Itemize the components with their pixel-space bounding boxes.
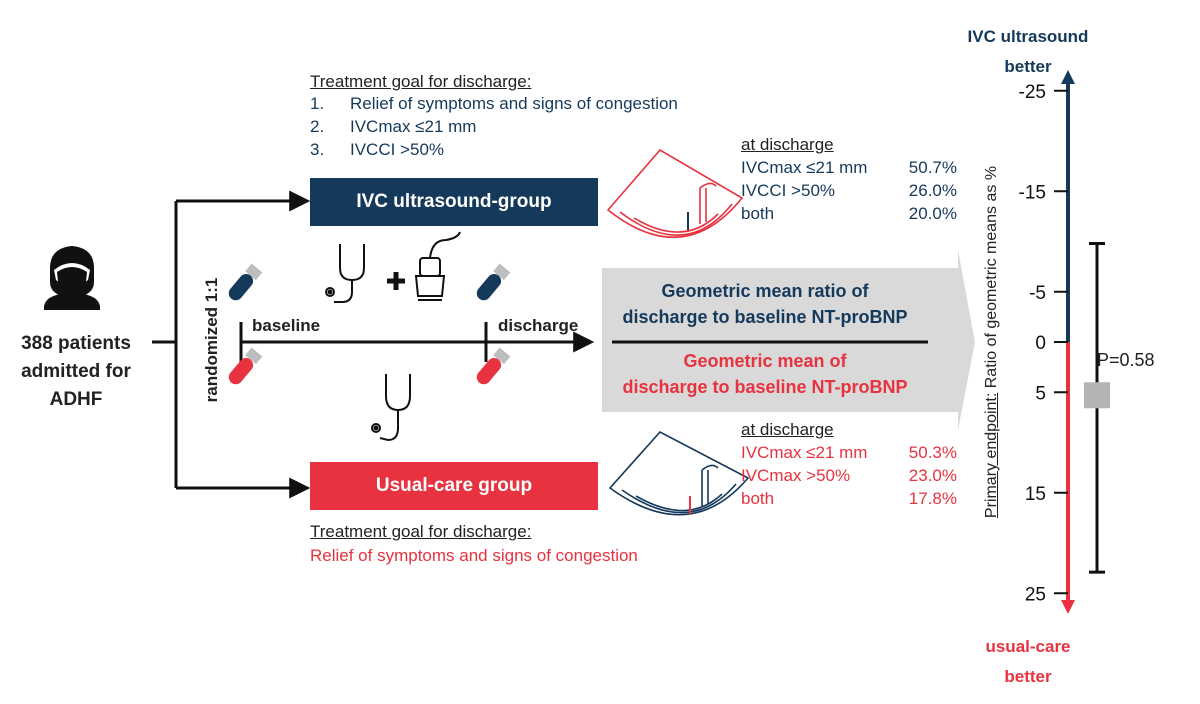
scale-axis xyxy=(1061,70,1075,614)
ultrasound-image-icon xyxy=(606,148,744,238)
usual-goal-text: Relief of symptoms and signs of congesti… xyxy=(310,546,638,565)
blood-tube-icon xyxy=(228,263,263,301)
stat-value: 23.0% xyxy=(908,466,957,485)
axis-tick-label: 5 xyxy=(1035,383,1046,404)
population-label: 388 patients admitted for ADHF xyxy=(10,330,142,414)
goal-item: 1. Relief of symptoms and signs of conge… xyxy=(310,94,678,114)
stat-row: IVCCI >50% 26.0% xyxy=(741,181,957,201)
population-line: admitted for xyxy=(21,361,131,382)
ivc-discharge-title: at discharge xyxy=(741,135,834,154)
ratio-numerator: Geometric mean ratio of discharge to bas… xyxy=(602,278,928,330)
goal-number: 2. xyxy=(310,117,325,136)
goal-item: 2. IVCmax ≤21 mm xyxy=(310,117,678,137)
ratio-arrow-shape xyxy=(602,250,975,430)
stethoscope-icon xyxy=(371,374,411,442)
population-line: ADHF xyxy=(49,389,103,410)
stat-row: both 20.0% xyxy=(741,204,957,224)
axis-tick-label: 15 xyxy=(1025,484,1046,505)
stat-row: IVCmax ≤21 mm 50.7% xyxy=(741,158,957,178)
blood-tube-icon xyxy=(476,347,511,385)
goal-item: 3. IVCCI >50% xyxy=(310,140,678,160)
usual-discharge-stats: IVCmax ≤21 mm 50.3% IVCmax >50% 23.0% bo… xyxy=(741,443,957,509)
ivc-group-box: IVC ultrasound-group xyxy=(310,178,598,226)
stat-value: 50.7% xyxy=(908,158,957,177)
stat-label: IVCmax ≤21 mm xyxy=(741,158,868,177)
ratio-line: discharge to baseline NT-proBNP xyxy=(622,307,908,327)
plus-icon xyxy=(387,272,405,290)
patient-icon xyxy=(44,246,100,310)
stat-value: 26.0% xyxy=(908,181,957,200)
ivc-discharge-stats: IVCmax ≤21 mm 50.7% IVCCI >50% 26.0% bot… xyxy=(741,158,957,224)
estimate-marker xyxy=(1084,242,1110,574)
scale-label-line: usual-care xyxy=(985,637,1071,656)
ultrasound-image-icon xyxy=(608,431,750,516)
goal-number: 3. xyxy=(310,140,325,159)
ivc-better-label: IVC ultrasound better xyxy=(948,22,1108,82)
stat-label: both xyxy=(741,204,775,223)
axis-tick-label: 0 xyxy=(1035,333,1046,354)
point-estimate xyxy=(1084,382,1110,409)
axis-tick-label: -15 xyxy=(1019,182,1046,203)
axis-tick-label: 25 xyxy=(1025,584,1046,605)
stat-label: IVCmax ≤21 mm xyxy=(741,443,868,462)
stat-label: IVCmax >50% xyxy=(741,466,851,485)
stat-row: IVCmax ≤21 mm 50.3% xyxy=(741,443,957,463)
stat-row: IVCmax >50% 23.0% xyxy=(741,466,957,486)
scale-label-line: better xyxy=(1004,667,1052,686)
ivc-goal-list: 1. Relief of symptoms and signs of conge… xyxy=(310,94,678,160)
population-line: 388 patients xyxy=(21,333,131,354)
stat-value: 17.8% xyxy=(908,489,957,508)
blood-tube-icon xyxy=(476,263,511,301)
axis-title-text: Ratio of geometric means as % xyxy=(983,165,1000,393)
usual-discharge-title: at discharge xyxy=(741,420,834,439)
scale-label-line: IVC ultrasound xyxy=(967,27,1089,46)
axis-title-prefix: Primary endpoint: xyxy=(983,392,1000,519)
usual-care-group-box: Usual-care group xyxy=(310,462,598,510)
stat-label: IVCCI >50% xyxy=(741,181,836,200)
blood-tube-icon xyxy=(228,347,263,385)
goal-text: IVCCI >50% xyxy=(350,140,445,159)
stat-value: 50.3% xyxy=(908,443,957,462)
goal-number: 1. xyxy=(310,94,325,113)
ratio-line: Geometric mean ratio of xyxy=(661,281,869,301)
ratio-denominator: Geometric mean of discharge to baseline … xyxy=(602,348,928,400)
p-value: P=0.58 xyxy=(1097,350,1155,370)
usual-care-better-label: usual-care better xyxy=(948,632,1108,692)
stethoscope-icon xyxy=(325,244,365,303)
stat-label: both xyxy=(741,489,775,508)
axis-tick-label: -25 xyxy=(1019,82,1046,103)
scale-label-line: better xyxy=(1004,57,1052,76)
goal-text: IVCmax ≤21 mm xyxy=(350,117,477,136)
usual-goal-title: Treatment goal for discharge: xyxy=(310,522,532,541)
stat-row: both 17.8% xyxy=(741,489,957,509)
axis-ticks: -25 -15 -5 0 5 15 25 xyxy=(1019,82,1068,605)
ratio-line: Geometric mean of xyxy=(683,351,847,371)
axis-tick-label: -5 xyxy=(1029,283,1046,304)
timeline-arrow xyxy=(239,322,595,362)
randomization-label: randomized 1:1 xyxy=(202,277,221,403)
allocation-lines xyxy=(152,190,311,499)
goal-text: Relief of symptoms and signs of congesti… xyxy=(350,94,678,113)
stat-value: 20.0% xyxy=(908,204,957,223)
axis-title: Primary endpoint: Ratio of geometric mea… xyxy=(983,166,1001,518)
ratio-line: discharge to baseline NT-proBNP xyxy=(622,377,908,397)
baseline-label: baseline xyxy=(252,316,321,335)
ultrasound-probe-icon xyxy=(414,231,461,301)
ivc-goal-title: Treatment goal for discharge: xyxy=(310,72,532,91)
discharge-label: discharge xyxy=(498,316,579,335)
